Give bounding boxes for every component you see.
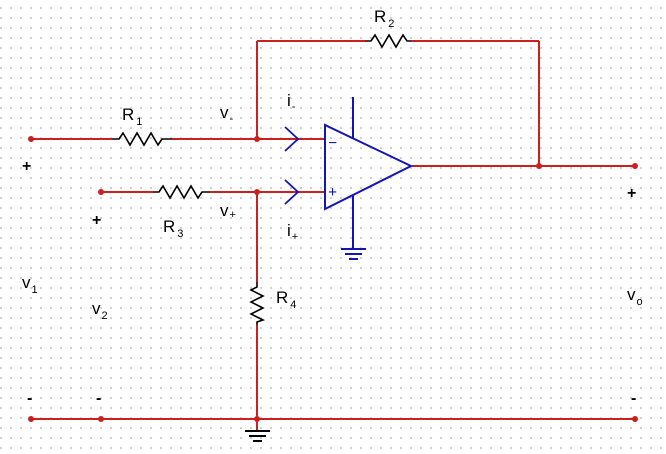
node-v1-plus [28, 136, 34, 142]
inverting-sign: − [328, 135, 337, 152]
label-v2: v2 [92, 299, 108, 322]
wires [31, 40, 635, 431]
ground-symbol-opamp [341, 248, 366, 260]
v1-minus-sign: - [27, 390, 32, 407]
op-amp: − + [284, 97, 414, 248]
label-i-plus: i+ [287, 221, 298, 243]
node-v2-minus [98, 416, 104, 422]
label-vo: vo [627, 285, 643, 308]
node-v-plus [254, 189, 260, 195]
node-vo-plus [632, 163, 638, 169]
node-output-junction [536, 163, 542, 169]
label-v1: v1 [22, 273, 38, 296]
node-v2-plus [98, 189, 104, 195]
v2-minus-sign: - [96, 390, 101, 407]
v2-plus-sign: + [92, 212, 101, 229]
ground-symbol-rail [245, 430, 270, 442]
resistors [112, 33, 411, 325]
resistor-r2 [365, 33, 411, 49]
v1-plus-sign: + [22, 158, 31, 175]
node-vo-minus [632, 416, 638, 422]
noninverting-sign: + [328, 184, 337, 201]
vo-minus-sign: - [631, 390, 636, 407]
resistor-r3 [153, 184, 210, 200]
node-ground-junction [254, 416, 260, 422]
node-v1-minus [28, 416, 34, 422]
resistor-r1 [112, 131, 172, 147]
label-i-minus: i- [287, 91, 296, 113]
label-v-plus: v+ [220, 201, 236, 221]
resistor-r4 [249, 282, 266, 325]
i-plus-arrow [284, 179, 300, 205]
i-minus-arrow [284, 126, 300, 152]
vo-plus-sign: + [627, 185, 636, 202]
nodes [28, 136, 638, 422]
label-v-minus: v- [220, 103, 234, 125]
node-v-minus [254, 136, 260, 142]
op-amp-body [324, 123, 414, 211]
